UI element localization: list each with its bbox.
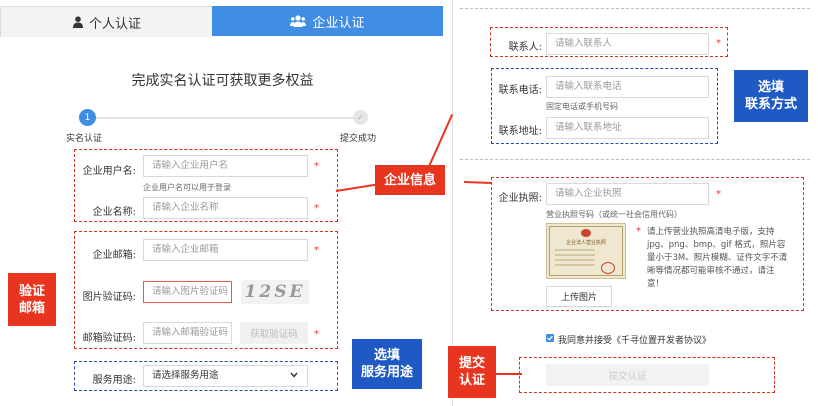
step-2-marker: ✓: [353, 110, 368, 125]
callout-service-optional: 选填服务用途: [352, 339, 422, 389]
service-label: 服务用途:: [92, 375, 136, 386]
tab-personal[interactable]: 个人认证: [0, 6, 213, 37]
license-input[interactable]: 请输入企业执照: [546, 183, 709, 205]
license-sample-image: 企业法人营业执照: [546, 223, 626, 279]
submit-button[interactable]: 提交认证: [546, 364, 709, 386]
username-hint: 企业用户名可以用于登录: [143, 183, 231, 192]
tab-company-label: 企业认证: [312, 15, 365, 31]
required-mark: *: [314, 329, 319, 340]
required-mark: *: [716, 38, 721, 49]
callout-connector: [496, 373, 522, 375]
step-track: [87, 117, 362, 119]
username-label: 企业用户名:: [82, 166, 136, 177]
get-code-button[interactable]: 获取验证码: [240, 322, 308, 344]
required-mark: *: [636, 226, 641, 237]
license-hint: 营业执照号码（或统一社会信用代码）: [546, 210, 682, 219]
section-divider: [460, 159, 810, 160]
agreement-checkbox[interactable]: [546, 334, 554, 342]
username-input[interactable]: 请输入企业用户名: [143, 155, 308, 177]
upload-note: 请上传营业执照高清电子版，支持 jpg、png、bmp、gif 格式，照片容量小…: [647, 227, 788, 289]
license-annotation: [491, 177, 804, 311]
tab-company[interactable]: 企业认证: [212, 6, 443, 36]
contact-label: 联系人:: [508, 42, 542, 53]
company-name-input[interactable]: 请输入企业名称: [143, 197, 308, 219]
step-1-label: 实名认证: [66, 134, 103, 144]
step-2-label: 提交成功: [340, 134, 377, 144]
phone-label: 联系电话:: [498, 85, 542, 96]
group-icon: [290, 15, 307, 27]
agreement-text[interactable]: 我同意并接受《千寻位置开发者协议》: [558, 336, 712, 346]
emblem-icon: [581, 229, 591, 237]
callout-connector: [463, 181, 493, 184]
column-divider: [452, 0, 453, 406]
tab-personal-label: 个人认证: [88, 16, 141, 32]
callout-company-info: 企业信息: [375, 165, 445, 195]
stamp-icon: [601, 262, 615, 274]
email-input[interactable]: 请输入企业邮箱: [143, 239, 308, 261]
required-mark: *: [314, 161, 319, 172]
phone-hint: 固定电话或手机号码: [546, 102, 618, 111]
captcha-label: 图片验证码:: [82, 292, 136, 303]
user-icon: [72, 16, 83, 28]
service-annotation: [74, 361, 338, 391]
captcha-image[interactable]: 12SE: [241, 280, 309, 304]
service-select[interactable]: 请选择服务用途: [143, 365, 308, 387]
verify-email-annotation: [74, 231, 338, 349]
submit-annotation: [519, 357, 775, 393]
required-mark: *: [314, 203, 319, 214]
license-image-title: 企业法人营业执照: [565, 240, 606, 246]
phone-input[interactable]: 请输入联系电话: [546, 76, 709, 98]
email-code-input[interactable]: 请输入邮箱验证码: [143, 322, 232, 344]
license-label: 企业执照:: [498, 193, 542, 204]
contact-optional-annotation: [491, 68, 718, 144]
address-label: 联系地址:: [498, 126, 542, 137]
contact-input[interactable]: 请输入联系人: [546, 33, 709, 55]
captcha-input[interactable]: 请输入图片验证码: [143, 281, 232, 303]
callout-verify-email: 验证邮箱: [8, 273, 56, 326]
email-label: 企业邮箱:: [92, 250, 136, 261]
chevron-down-icon: [290, 369, 298, 389]
service-selected-value: 请选择服务用途: [152, 370, 219, 381]
required-mark: *: [716, 189, 721, 200]
callout-submit: 提交认证: [448, 346, 496, 398]
required-mark: *: [314, 245, 319, 256]
address-input[interactable]: 请输入联系地址: [546, 117, 709, 139]
section-divider: [460, 8, 810, 9]
step-1-marker: 1: [79, 109, 96, 126]
contact-annotation: [490, 27, 728, 57]
company-name-label: 企业名称:: [92, 207, 136, 218]
page-title: 完成实名认证可获取更多权益: [131, 73, 314, 89]
upload-image-button[interactable]: 上传图片: [546, 286, 612, 307]
callout-connector: [426, 113, 454, 172]
email-code-label: 邮箱验证码:: [82, 333, 136, 344]
callout-contact-optional: 选填联系方式: [734, 70, 808, 122]
company-info-annotation: [74, 149, 338, 222]
